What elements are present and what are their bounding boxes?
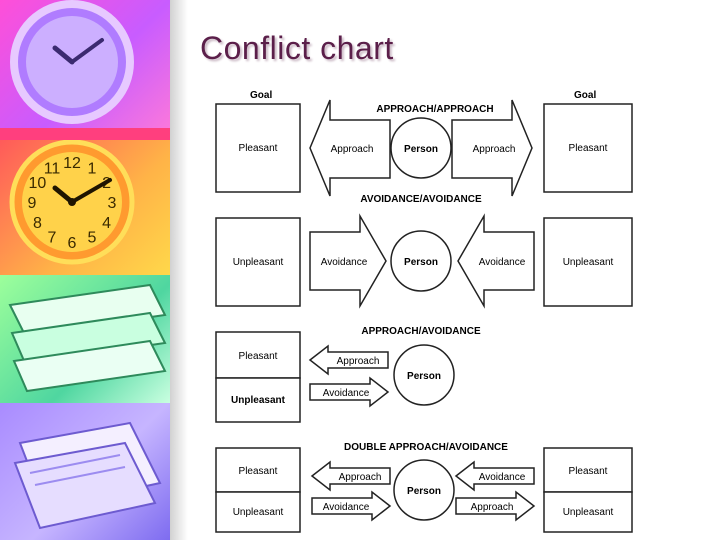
row4-arrow-bl: [311, 490, 392, 522]
clock-number: 3: [108, 195, 117, 212]
row4-person-label: Person: [407, 486, 441, 497]
row4-arrow-tl: [310, 460, 391, 492]
row2-arrow-left-label: Avoidance: [321, 257, 368, 268]
row2-left-box: [215, 217, 301, 307]
row4-left-bottom-box: [215, 491, 301, 533]
row3-arrow-approach: [308, 344, 389, 376]
row4-heading: DOUBLE APPROACH/AVOIDANCE: [344, 442, 508, 453]
goal-left-label: Goal: [250, 90, 272, 101]
row1-right-box: [543, 103, 633, 193]
row2-arrow-right-label: Avoidance: [479, 257, 526, 268]
row3-person-circle: [393, 344, 455, 406]
row1-left-label: Pleasant: [239, 143, 278, 154]
goal-right-label: Goal: [574, 90, 596, 101]
row3-heading: APPROACH/AVOIDANCE: [361, 326, 481, 337]
books-icon: [8, 283, 167, 393]
row3-person-label: Person: [407, 371, 441, 382]
clock-number: 11: [44, 160, 61, 177]
row4-arrow-bl-label: Avoidance: [323, 502, 370, 513]
row4-left-top-box: [215, 447, 301, 493]
row1-arrow-right-label: Approach: [473, 144, 516, 155]
row4-person-circle: [393, 459, 455, 521]
clock-number: 12: [63, 155, 81, 172]
row1-heading: APPROACH/APPROACH: [376, 104, 493, 115]
row1-person-label: Person: [404, 144, 438, 155]
row4-right-bottom-box: [543, 491, 633, 533]
green-books-panel: [0, 275, 170, 403]
row1-arrow-right: [451, 99, 533, 197]
row2-person-circle: [390, 230, 452, 292]
row2-left-label: Unpleasant: [233, 257, 284, 268]
sidebar-shadow: [170, 0, 188, 540]
purple-clock-panel: [0, 0, 170, 140]
row3-arrow-avoidance-label: Avoidance: [323, 388, 370, 399]
conflict-diagram: Goal Goal APPROACH/APPROACH Pleasant App…: [200, 84, 670, 536]
clock-number: 6: [68, 235, 77, 252]
violet-papers-panel: [0, 403, 170, 540]
row1-left-box: [215, 103, 301, 193]
row1-arrow-left: [309, 99, 391, 197]
row3-top-box: [215, 331, 301, 379]
clock-number: 10: [29, 175, 47, 192]
row3-bottom-label: Unpleasant: [231, 395, 286, 406]
row4-right-bottom-label: Unpleasant: [563, 507, 614, 518]
row1-person-circle: [390, 117, 452, 179]
row4-arrow-tr: [454, 460, 535, 492]
orange-clock-panel: 121234567891011: [0, 139, 170, 275]
row2-person-label: Person: [404, 257, 438, 268]
row4-right-top-label: Pleasant: [569, 466, 608, 477]
row4-arrow-tr-label: Avoidance: [479, 472, 526, 483]
clock-number: 8: [33, 215, 42, 232]
row4-arrow-br: [455, 490, 536, 522]
sidebar-photo-strip: 121234567891011: [0, 0, 170, 540]
row1-arrow-left-label: Approach: [331, 144, 374, 155]
clock-number: 9: [28, 195, 37, 212]
slide-title: Conflict chart: [200, 30, 394, 66]
clock-number: 1: [88, 160, 97, 177]
row3-arrow-approach-label: Approach: [337, 356, 380, 367]
clock-number: 7: [48, 230, 57, 247]
row3-top-label: Pleasant: [239, 351, 278, 362]
row3-bottom-box: [215, 377, 301, 423]
row2-right-box: [543, 217, 633, 307]
row2-heading: AVOIDANCE/AVOIDANCE: [360, 194, 482, 205]
clock-number: 5: [88, 230, 97, 247]
row1-right-label: Pleasant: [569, 143, 608, 154]
papers-icon: [13, 421, 162, 530]
clock-number: 4: [102, 215, 111, 232]
row2-right-label: Unpleasant: [563, 257, 614, 268]
row2-arrow-left: [309, 213, 387, 309]
row4-arrow-br-label: Approach: [471, 502, 514, 513]
row4-left-bottom-label: Unpleasant: [233, 507, 284, 518]
row2-arrow-right: [457, 213, 535, 309]
row4-arrow-tl-label: Approach: [339, 472, 382, 483]
row3-arrow-avoidance: [309, 376, 390, 408]
row4-left-top-label: Pleasant: [239, 466, 278, 477]
